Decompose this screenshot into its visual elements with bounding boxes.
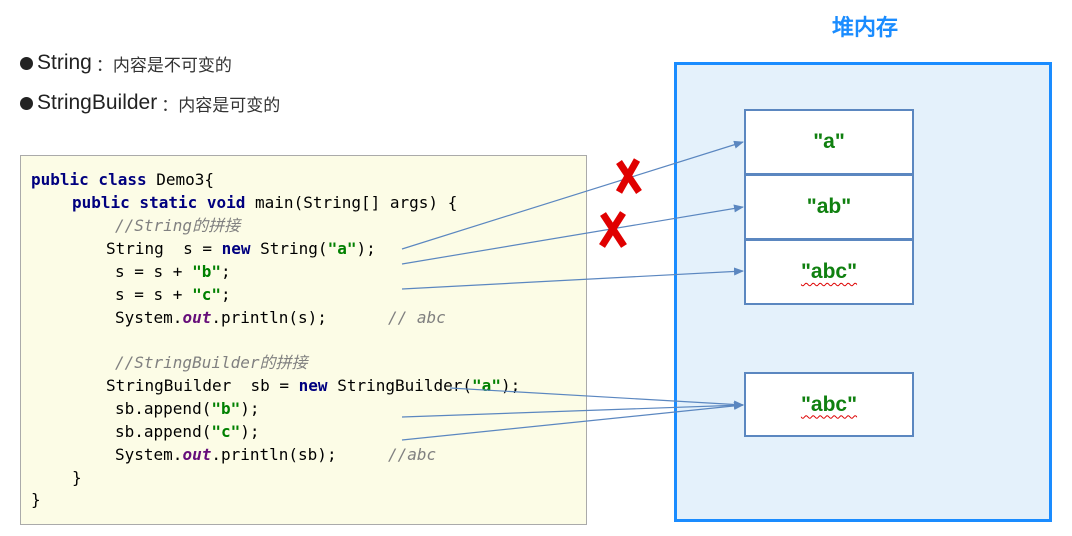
arrow-sb-to-abc — [449, 387, 744, 409]
code-line-5: s = s + "b"; — [115, 262, 231, 281]
heap-cell-abc: "abc" — [744, 239, 914, 305]
code-line-15: } — [31, 490, 41, 509]
bullet-term: StringBuilder — [37, 91, 158, 114]
bullet-desc: ：内容是不可变的 — [95, 55, 232, 76]
bullet-desc: ：内容是可变的 — [161, 95, 281, 116]
red-cross-icon — [615, 158, 642, 194]
arrow-s-to-a — [401, 140, 744, 250]
code-comment-stringbuilder: //StringBuilder的拼接 — [115, 353, 308, 372]
heap-cell-label: "a" — [813, 130, 845, 153]
red-cross-icon — [599, 211, 627, 248]
code-block — [20, 155, 587, 525]
heap-cell-label: "abc" — [800, 392, 858, 416]
arrow-append-c — [401, 401, 744, 441]
heap-cell-label: "ab" — [806, 195, 852, 218]
code-line-6: s = s + "c"; — [115, 285, 231, 304]
code-line-2: public static void main(String[] args) { — [72, 193, 458, 212]
bullet-dot-icon — [20, 96, 33, 110]
heap-cell-ab: "ab" — [744, 174, 914, 240]
heap-cell-abc-builder: "abc" — [744, 372, 914, 437]
code-line-7: System.out.println(s); — [115, 308, 327, 327]
code-line-14: } — [72, 468, 82, 487]
bullet-dot-icon — [20, 56, 33, 70]
code-line-11: sb.append("b"); — [115, 399, 260, 418]
arrow-append-b — [401, 401, 744, 418]
heap-title: 堆内存 — [831, 16, 898, 41]
bullet-stringbuilder: StringBuilder ：内容是可变的 — [20, 88, 280, 118]
code-comment-abc-2: //abc — [388, 445, 437, 464]
code-line-1: public class Demo3{ — [31, 170, 215, 189]
code-line-13: System.out.println(sb); — [115, 445, 337, 464]
code-line-4: String s = new String("a"); — [106, 239, 376, 258]
bullet-term: String — [37, 51, 92, 74]
arrow-s-to-abc — [401, 267, 744, 290]
heap-cell-label: "abc" — [800, 260, 858, 283]
code-comment-string: //String的拼接 — [115, 216, 241, 235]
arrow-s-to-ab — [401, 204, 744, 265]
code-comment-abc: // abc — [388, 308, 446, 327]
code-line-12: sb.append("c"); — [115, 422, 260, 441]
bullet-string: String ：内容是不可变的 — [20, 48, 232, 78]
